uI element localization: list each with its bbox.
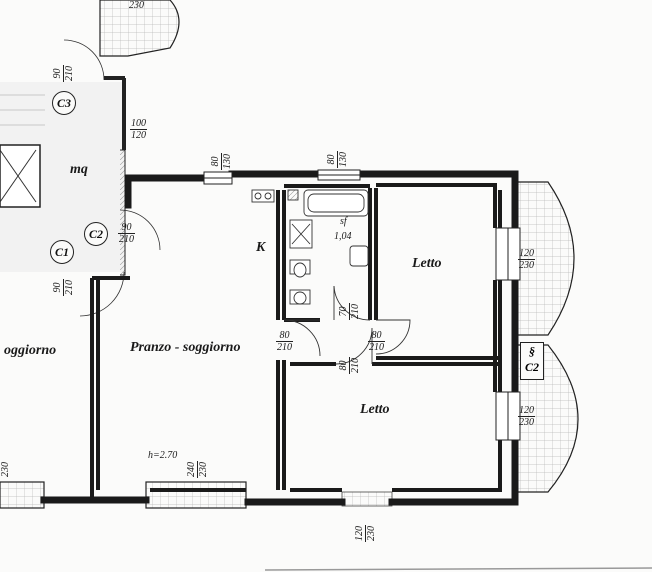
windows (203, 169, 521, 441)
exterior-walls (40, 170, 519, 506)
bathroom-fixtures (287, 189, 369, 305)
tag-c1: C1 (50, 240, 74, 264)
tag-c3: C3 (52, 91, 76, 115)
ceiling-height-label: h=2.70 (148, 450, 178, 461)
room-label-letto-1: Letto (412, 256, 442, 271)
interior-walls (90, 183, 502, 500)
stair-tag-c2: C2 (524, 360, 539, 374)
room-label-pranzo-soggiorno: Pranzo - soggiorno (130, 340, 241, 355)
room-label-landing: mq (70, 162, 88, 177)
bath-area-label: 1,04 (334, 231, 352, 242)
stair-tag: § C2 (520, 342, 544, 380)
kitchen-fittings (251, 189, 275, 203)
bath-code-label: sf (340, 216, 347, 227)
room-label-letto-2: Letto (360, 402, 390, 417)
dim-left-edge: 230 (0, 462, 11, 477)
tag-c2: C2 (84, 222, 108, 246)
room-label-kitchen: K (256, 240, 266, 255)
balconies (0, 0, 579, 509)
section-symbol: § (529, 344, 535, 358)
room-label-left-soggiorno: oggiorno (4, 343, 57, 358)
dim-top-balcony: 230 (129, 0, 144, 11)
door-swings (283, 285, 411, 365)
